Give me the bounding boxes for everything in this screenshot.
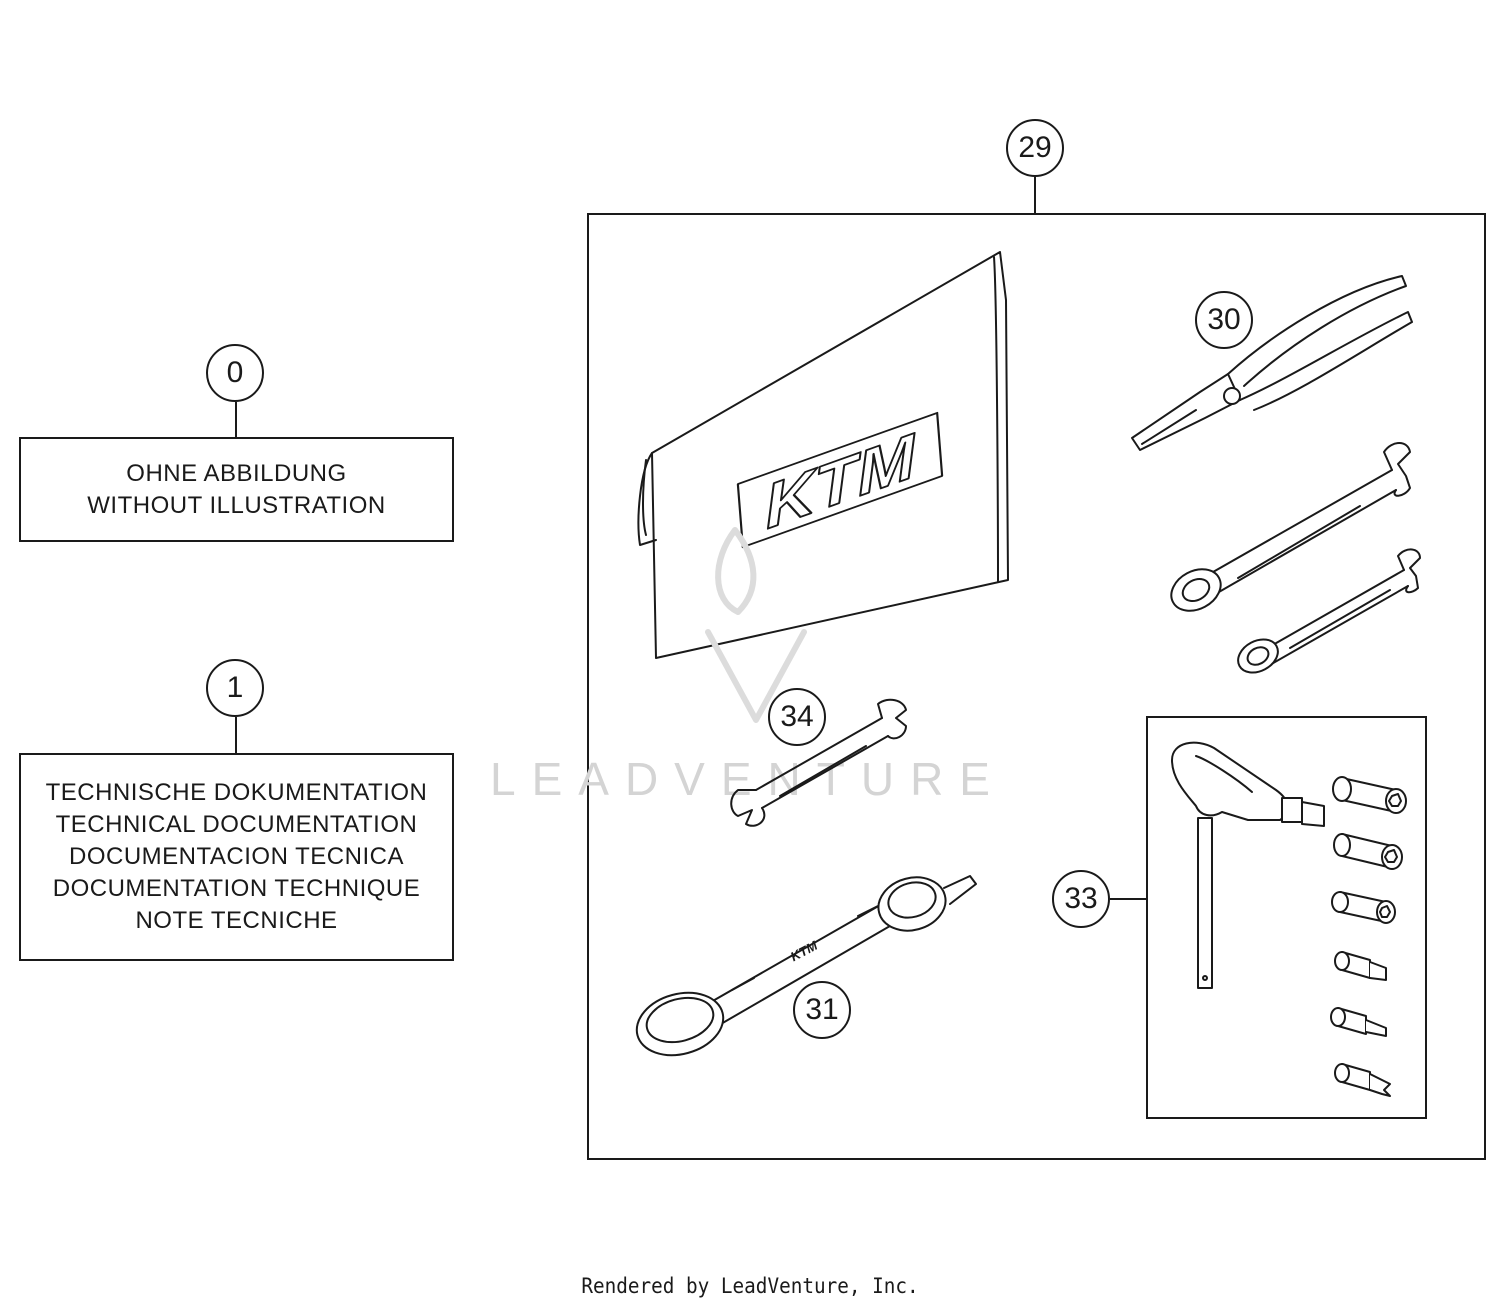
- pliers-icon[interactable]: [1131, 275, 1413, 451]
- combination-wrench-large-icon[interactable]: [1164, 442, 1411, 619]
- watermark: LEADVENTURE: [490, 753, 1006, 805]
- callout-33[interactable]: 33: [1052, 870, 1110, 928]
- combination-wrench-small-icon[interactable]: [1232, 548, 1421, 679]
- note-line: OHNE ABBILDUNG: [126, 459, 347, 487]
- callout-31[interactable]: 31: [793, 981, 851, 1039]
- socket-bits-icon[interactable]: [1330, 776, 1407, 1097]
- note-box-without-illustration: OHNE ABBILDUNG WITHOUT ILLUSTRATION: [19, 437, 454, 542]
- toolkit-frame: [587, 213, 1486, 1160]
- t-handle-driver-icon[interactable]: [1171, 741, 1325, 989]
- note-line: TECHNISCHE DOKUMENTATION: [45, 779, 428, 806]
- leader-line-0: [235, 402, 237, 438]
- note-line: DOCUMENTATION TECHNIQUE: [52, 875, 421, 902]
- bit-set-frame: [1146, 716, 1427, 1119]
- note-box-technical-documentation: TECHNISCHE DOKUMENTATION TECHNICAL DOCUM…: [19, 753, 454, 961]
- note-line: TECHNICAL DOCUMENTATION: [55, 811, 418, 838]
- note-line: NOTE TECNICHE: [135, 907, 338, 934]
- callout-30[interactable]: 30: [1195, 291, 1253, 349]
- leader-line-1: [235, 717, 237, 754]
- note-line: WITHOUT ILLUSTRATION: [87, 491, 386, 519]
- leader-line-29: [1034, 177, 1036, 214]
- note-line: DOCUMENTACION TECNICA: [69, 843, 404, 870]
- spanner-wrench-icon[interactable]: [630, 870, 977, 1064]
- open-end-wrench-icon[interactable]: [730, 698, 907, 827]
- callout-29[interactable]: 29: [1006, 119, 1064, 177]
- watermark-emblem: [705, 527, 807, 723]
- callout-1[interactable]: 1: [206, 659, 264, 717]
- callout-34[interactable]: 34: [768, 688, 826, 746]
- footer-credit: Rendered by LeadVenture, Inc.: [581, 1274, 919, 1298]
- callout-0[interactable]: 0: [206, 344, 264, 402]
- leader-line-33: [1110, 898, 1147, 900]
